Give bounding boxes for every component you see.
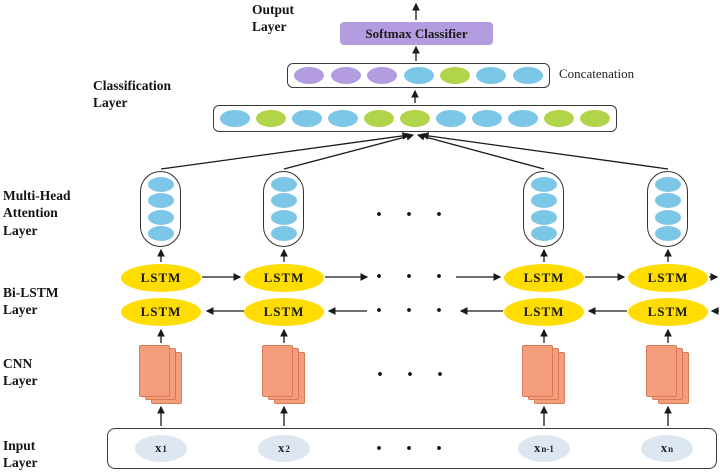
input-layer-box xyxy=(107,428,717,469)
input-node-sub: n-1 xyxy=(541,443,554,454)
lstm-backward-2: LSTM xyxy=(244,298,324,326)
green-node xyxy=(544,110,574,127)
purple-node xyxy=(330,67,361,84)
blue-node xyxy=(270,226,297,242)
bilstm-layer-label: Bi-LSTM Layer xyxy=(3,285,59,318)
lstm-backward-4: LSTM xyxy=(628,298,708,326)
blue-node xyxy=(654,226,681,242)
input-ellipsis: · · · xyxy=(374,436,452,462)
feature-row xyxy=(213,105,617,132)
blue-node xyxy=(147,226,174,242)
blue-node xyxy=(654,209,681,225)
blue-node xyxy=(270,209,297,225)
cnn-sheet-front xyxy=(139,345,170,397)
blue-node xyxy=(403,67,434,84)
attention-head-2 xyxy=(263,171,304,247)
blue-node xyxy=(654,193,681,209)
arrow-lines xyxy=(157,2,719,426)
attention-head-1 xyxy=(140,171,181,247)
green-node xyxy=(400,110,430,127)
blue-node xyxy=(476,67,507,84)
cnn-sheet-front xyxy=(522,345,553,397)
input-node-sub: n xyxy=(668,443,674,454)
green-node xyxy=(256,110,286,127)
green-node xyxy=(580,110,610,127)
green-node xyxy=(439,67,470,84)
lstm-backward-3: LSTM xyxy=(504,298,584,326)
cnn-sheet-front xyxy=(646,345,677,397)
cnn-stack-1 xyxy=(139,345,184,406)
green-node xyxy=(364,110,394,127)
blue-node xyxy=(530,226,557,242)
blue-node xyxy=(147,193,174,209)
input-node-sub: 1 xyxy=(162,443,167,454)
purple-node xyxy=(294,67,325,84)
attention-head-3 xyxy=(523,171,564,247)
cnn-ellipsis: · · · xyxy=(375,362,453,388)
blue-node xyxy=(508,110,538,127)
input-node-base: x xyxy=(534,441,541,455)
blue-node xyxy=(147,209,174,225)
lstm-forward-4: LSTM xyxy=(628,264,708,292)
cnn-layer-label: CNN Layer xyxy=(3,356,38,389)
blue-node xyxy=(270,193,297,209)
blue-node xyxy=(530,176,557,192)
attention-ellipsis: · · · xyxy=(374,202,452,228)
blue-node xyxy=(220,110,250,127)
lstm-forward-ellipsis: · · · xyxy=(374,264,452,290)
input-node-base: x xyxy=(155,441,162,455)
blue-node xyxy=(270,176,297,192)
blue-node xyxy=(292,110,322,127)
cnn-stack-4 xyxy=(646,345,691,406)
concatenation-row xyxy=(287,63,550,88)
cnn-stack-3 xyxy=(522,345,567,406)
output-layer-label: Output Layer xyxy=(252,2,295,35)
input-layer-label: Input Layer xyxy=(3,438,38,471)
lstm-forward-3: LSTM xyxy=(504,264,584,292)
attention-head-4 xyxy=(647,171,688,247)
blue-node xyxy=(530,193,557,209)
attention-layer-label: Multi-Head Attention Layer xyxy=(3,188,71,238)
lstm-backward-1: LSTM xyxy=(121,298,201,326)
blue-node xyxy=(530,209,557,225)
blue-node xyxy=(654,176,681,192)
input-node-base: x xyxy=(278,441,285,455)
blue-node xyxy=(472,110,502,127)
lstm-forward-2: LSTM xyxy=(244,264,324,292)
input-node-sub: 2 xyxy=(285,443,290,454)
blue-node xyxy=(436,110,466,127)
softmax-classifier-box: Softmax Classifier xyxy=(340,22,493,45)
blue-node xyxy=(512,67,543,84)
classification-layer-label: Classification Layer xyxy=(93,78,172,111)
cnn-stack-2 xyxy=(262,345,307,406)
cnn-sheet-front xyxy=(262,345,293,397)
concatenation-label: Concatenation xyxy=(559,66,635,81)
blue-node xyxy=(147,176,174,192)
lstm-forward-1: LSTM xyxy=(121,264,201,292)
input-node-base: x xyxy=(660,441,668,455)
blue-node xyxy=(328,110,358,127)
purple-node xyxy=(367,67,398,84)
lstm-backward-ellipsis: · · · xyxy=(374,298,452,324)
